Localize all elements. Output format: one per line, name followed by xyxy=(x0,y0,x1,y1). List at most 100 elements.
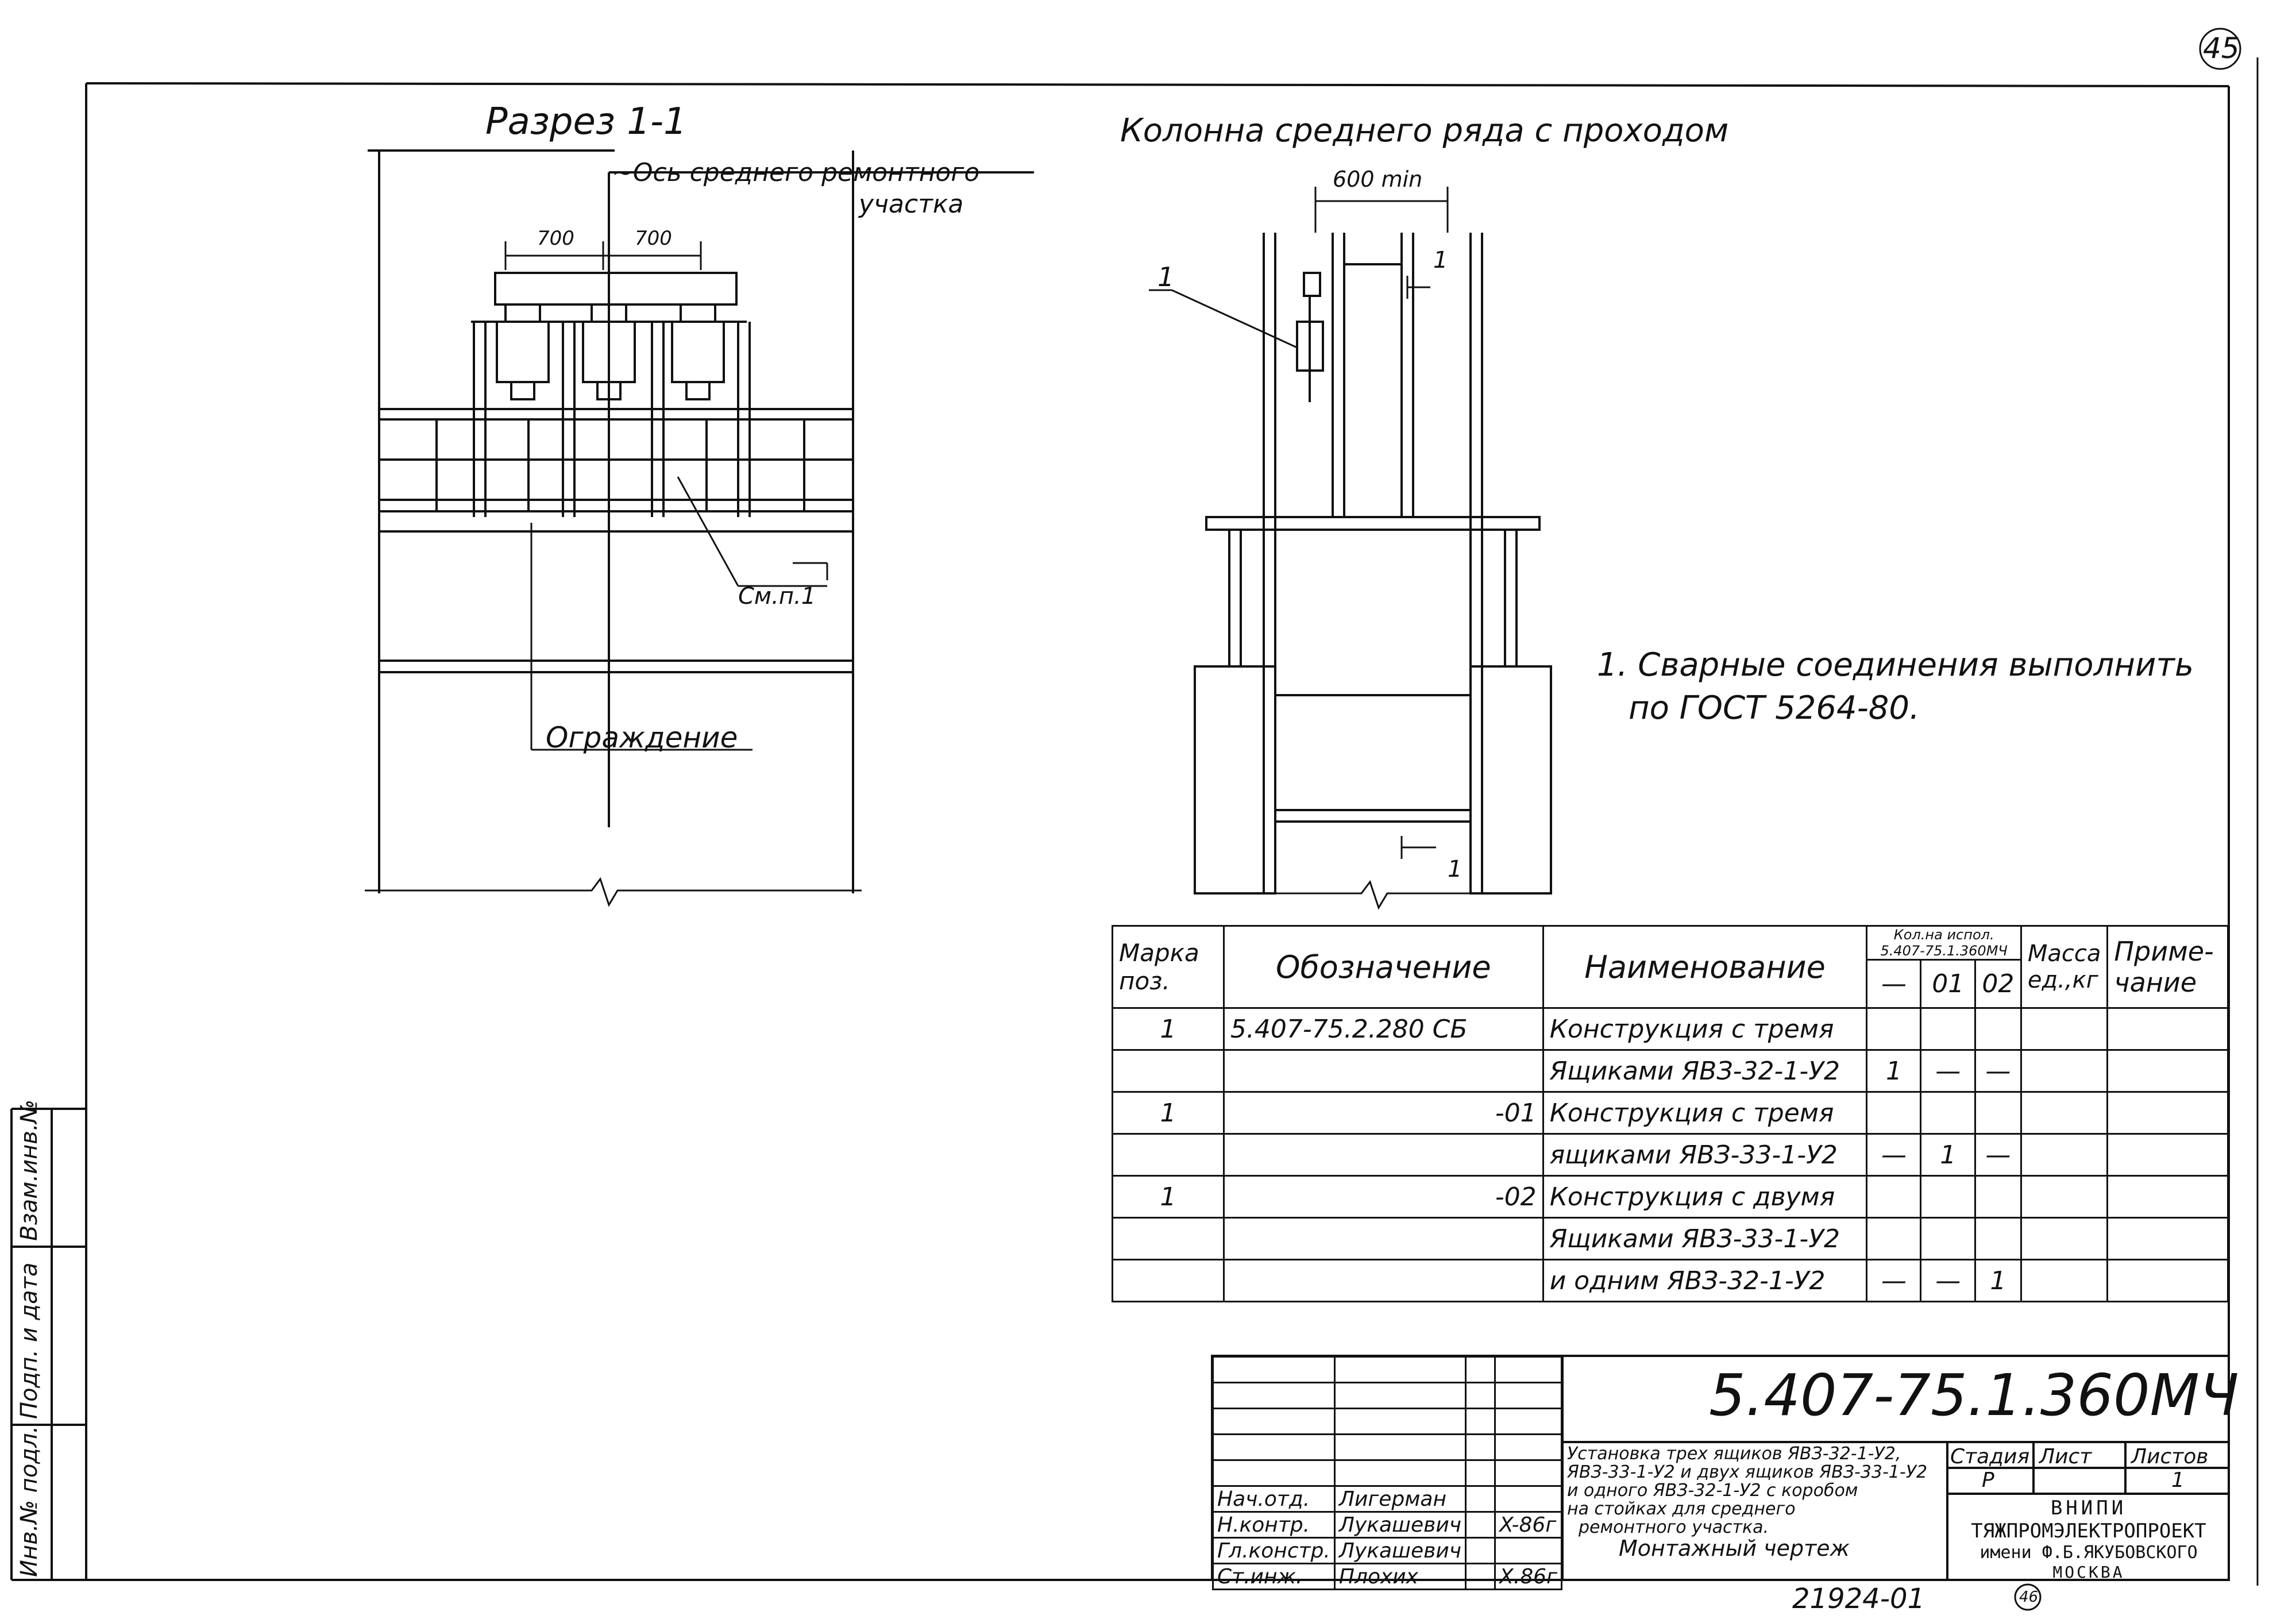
spec-qty-02: — xyxy=(1974,1049,2022,1093)
header-mark: Марка поз. xyxy=(1112,925,1225,1009)
description-line: ремонтного участка. xyxy=(1579,1517,1769,1537)
signature-empty-cell xyxy=(1494,1356,1562,1383)
spec-mass xyxy=(2020,1175,2109,1219)
header-qty-dash: — xyxy=(1866,959,1922,1009)
spec-qty-base xyxy=(1866,1175,1922,1219)
note-line2: по ГОСТ 5264-80. xyxy=(1629,689,1920,727)
spec-note xyxy=(2106,1049,2229,1093)
signature-empty-cell xyxy=(1333,1433,1467,1461)
signature-empty-cell xyxy=(1494,1433,1562,1461)
spec-qty-01 xyxy=(1920,1217,1976,1260)
spec-name: Конструкция с тремя xyxy=(1542,1091,1868,1135)
spec-mass xyxy=(2020,1133,2109,1177)
org-line3: имени Ф.Б.ЯКУБОВСКОГО xyxy=(1979,1543,2198,1563)
spec-qty-02 xyxy=(1974,1007,2022,1051)
spec-qty-02: — xyxy=(1974,1133,2022,1177)
signature-empty-cell xyxy=(1465,1356,1496,1383)
signature-name: Лукашевич xyxy=(1333,1511,1467,1539)
column-view-title: Колонна среднего ряда с проходом xyxy=(1120,112,1729,149)
spec-qty-base: — xyxy=(1866,1259,1922,1302)
spec-mark xyxy=(1112,1217,1225,1260)
page-circle-number: 46 xyxy=(2019,1589,2039,1606)
dim-right: 700 xyxy=(635,227,672,250)
header-mass: Масса ед.,кг xyxy=(2020,925,2109,1009)
spec-qty-02 xyxy=(1974,1091,2022,1135)
signature-name: Лигерман xyxy=(1333,1485,1467,1513)
spec-mass xyxy=(2020,1217,2109,1260)
spec-qty-01: 1 xyxy=(1920,1133,1976,1177)
signature-empty-row xyxy=(1212,1459,1562,1487)
signature-empty-cell xyxy=(1494,1459,1562,1487)
signature-empty-cell xyxy=(1465,1433,1496,1461)
replaced-inv-label: Взам.инв.№ xyxy=(16,1099,43,1241)
description-line: на стойках для среднего xyxy=(1567,1499,1796,1519)
signature-role: Н.контр. xyxy=(1212,1511,1336,1539)
signature-empty-cell xyxy=(1333,1459,1467,1487)
signature-date: X-86г xyxy=(1494,1511,1562,1539)
spec-table: Марка поз. Обозначение Наименование Кол.… xyxy=(1112,924,2229,1302)
spec-designation xyxy=(1222,1133,1544,1177)
spec-qty-base xyxy=(1866,1091,1922,1135)
sheets-value: 1 xyxy=(2171,1468,2185,1492)
inv-original-label: Инв.№ подл. xyxy=(16,1425,43,1577)
archive-number: 21924-01 xyxy=(1792,1583,1925,1615)
spec-mass xyxy=(2020,1049,2109,1093)
axis-label-line1: ~Ось среднего ремонтного xyxy=(612,158,980,187)
header-qty-01: 01 xyxy=(1920,959,1976,1009)
signature-row: Нач.отд.Лигерман xyxy=(1212,1485,1562,1513)
spec-name: Ящиками ЯВЗ-32-1-У2 xyxy=(1542,1049,1868,1093)
spec-qty-base: — xyxy=(1866,1133,1922,1177)
signature-empty-cell xyxy=(1333,1382,1467,1409)
spec-row: и одним ЯВЗ-32-1-У2——1 xyxy=(1112,1259,2229,1302)
signature-empty-cell xyxy=(1333,1408,1467,1435)
column-dim-top: 600 min xyxy=(1333,167,1423,192)
doc-code: 5.407-75.1.360МЧ xyxy=(1709,1362,2239,1429)
spec-designation: -01 xyxy=(1222,1091,1544,1135)
spec-mark xyxy=(1112,1133,1225,1177)
spec-note xyxy=(2106,1175,2229,1219)
signature-empty-row xyxy=(1212,1382,1562,1409)
spec-name: Конструкция с тремя xyxy=(1542,1007,1868,1051)
signature-sign xyxy=(1465,1511,1496,1539)
signature-role: Гл.констр. xyxy=(1212,1537,1336,1564)
column-callout: 1 xyxy=(1157,261,1175,292)
description-line: и одного ЯВЗ-32-1-У2 с коробом xyxy=(1567,1481,1858,1501)
spec-qty-01: — xyxy=(1920,1259,1976,1302)
spec-designation: -02 xyxy=(1222,1175,1544,1219)
spec-qty-02: 1 xyxy=(1974,1259,2022,1302)
spec-note xyxy=(2106,1007,2229,1051)
signature-sign xyxy=(1465,1485,1496,1513)
spec-row: ящиками ЯВЗ-33-1-У2—1— xyxy=(1112,1133,2229,1177)
signature-empty-row xyxy=(1212,1408,1562,1435)
header-qty-02: 02 xyxy=(1974,959,2022,1009)
spec-note xyxy=(2106,1259,2229,1302)
sheet-label: Лист xyxy=(2039,1445,2092,1468)
dim-left: 700 xyxy=(537,227,574,250)
signature-date: X.86г xyxy=(1494,1563,1562,1590)
spec-designation xyxy=(1222,1217,1544,1260)
spec-row: Ящиками ЯВЗ-33-1-У2 xyxy=(1112,1217,2229,1260)
cut-top-label: 1 xyxy=(1433,247,1448,273)
spec-mark: 1 xyxy=(1112,1007,1225,1051)
ref-label: См.п.1 xyxy=(738,583,816,610)
header-qty-group: Кол.на испол. 5.407-75.1.360МЧ xyxy=(1866,924,2022,961)
signature-name: Лукашевич xyxy=(1333,1537,1467,1564)
signature-name: Плохих xyxy=(1333,1563,1467,1590)
signature-empty-cell xyxy=(1212,1408,1336,1435)
signature-row: Гл.констр.Лукашевич xyxy=(1212,1537,1562,1564)
signature-date xyxy=(1494,1537,1562,1564)
signature-empty-cell xyxy=(1465,1408,1496,1435)
spec-designation xyxy=(1222,1259,1544,1302)
spec-mark xyxy=(1112,1049,1225,1093)
signature-empty-cell xyxy=(1212,1433,1336,1461)
spec-mass xyxy=(2020,1259,2109,1302)
description-line: Установка трех ящиков ЯВЗ-32-1-У2, xyxy=(1567,1444,1901,1464)
signature-empty-row xyxy=(1212,1433,1562,1461)
note-line1: 1. Сварные соединения выполнить xyxy=(1597,646,2194,684)
signature-empty-cell xyxy=(1212,1356,1336,1383)
signature-empty-cell xyxy=(1494,1382,1562,1409)
